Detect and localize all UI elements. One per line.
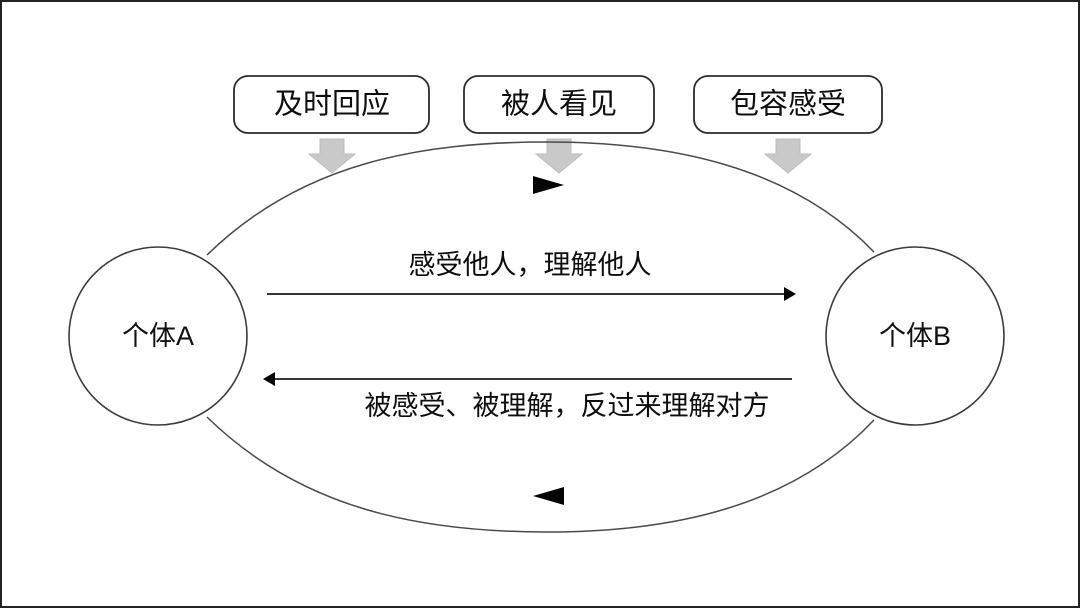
box-accepting-feelings-label: 包容感受 <box>730 88 846 121</box>
box-accepting-feelings[interactable] <box>693 75 883 134</box>
individual-b-label: 个体B <box>879 321 951 351</box>
edge-forward: 感受他人，理解他人 <box>267 250 796 301</box>
top-box-group-3[interactable]: 包容感受 <box>693 75 883 174</box>
down-block-arrow-icon-1 <box>307 138 357 174</box>
box-timely-response-label: 及时回应 <box>274 88 390 121</box>
node-individual-a[interactable]: 个体A <box>68 246 248 426</box>
edge-forward-label: 感受他人，理解他人 <box>409 250 652 280</box>
box-being-seen[interactable] <box>463 75 655 134</box>
box-being-seen-label: 被人看见 <box>501 88 617 121</box>
down-block-arrow-icon-2 <box>534 138 584 174</box>
edge-forward-arrowhead-icon <box>784 287 796 301</box>
arc-top-arrowhead-icon <box>533 176 564 194</box>
down-block-arrow-icon-3 <box>763 138 813 174</box>
box-timely-response[interactable] <box>233 75 430 134</box>
top-box-group-1[interactable]: 及时回应 <box>233 75 430 174</box>
edge-backward: 被感受、被理解，反过来理解对方 <box>263 372 792 421</box>
top-box-group-2[interactable]: 被人看见 <box>463 75 655 174</box>
edge-backward-label: 被感受、被理解，反过来理解对方 <box>365 391 770 421</box>
individual-a-label: 个体A <box>122 321 194 351</box>
individual-b-circle[interactable] <box>825 246 1005 426</box>
arc-bottom <box>206 416 875 533</box>
edge-backward-arrowhead-icon <box>263 372 275 386</box>
arc-top <box>206 141 875 256</box>
individual-a-circle[interactable] <box>68 246 248 426</box>
arc-bottom-arrowhead-icon <box>533 487 564 505</box>
node-individual-b[interactable]: 个体B <box>825 246 1005 426</box>
